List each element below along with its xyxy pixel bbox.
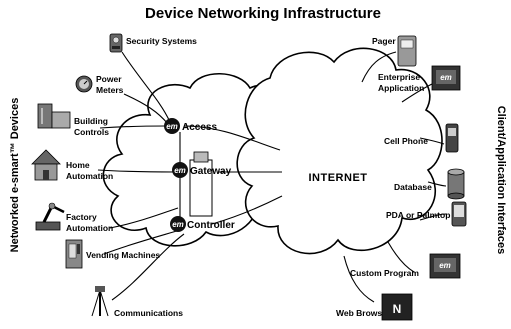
pda-icon	[451, 201, 467, 227]
core-node-gateway: em Gateway	[172, 162, 232, 178]
enterprise-app-icon: em	[431, 65, 461, 91]
device-communications: Communications	[91, 286, 183, 318]
device-label: Automation	[66, 223, 113, 233]
client-custom-program: Custom Program em	[350, 253, 461, 279]
client-enterprise-application: Enterprise Application em	[378, 65, 461, 93]
vending-machine-icon	[65, 239, 83, 269]
pager-icon	[397, 35, 417, 67]
web-browser-icon: N	[381, 293, 413, 321]
em-badge-access	[164, 118, 180, 134]
cell-phone-icon	[445, 123, 459, 153]
em-badge-text: em	[439, 261, 451, 270]
right-side-label: Client/Application Interfaces	[495, 106, 507, 255]
device-vending-machines: Vending Machines	[65, 239, 160, 269]
connector-home	[97, 169, 177, 173]
connector-building	[99, 125, 167, 129]
device-label: Automation	[66, 171, 113, 181]
client-label: Enterprise	[378, 72, 420, 82]
connector-security	[121, 51, 171, 123]
device-label: Vending Machines	[86, 250, 160, 260]
device-label: Communications	[114, 308, 183, 318]
em-badge-gateway	[172, 162, 188, 178]
device-label: Factory	[66, 212, 97, 222]
connector-pda	[419, 213, 447, 221]
core-node-label: Controller	[187, 220, 235, 231]
gateway-antenna	[193, 151, 209, 163]
thermostat-icon	[37, 103, 71, 129]
internet-cloud	[236, 47, 443, 255]
device-label: Meters	[96, 85, 124, 95]
diagram-title: Device Networking Infrastructure	[145, 5, 381, 22]
client-pda-palmtop: PDA or Palmtop	[386, 201, 467, 227]
connector-power	[123, 93, 169, 125]
device-building-controls: Building Controls	[37, 103, 109, 137]
client-cell-phone: Cell Phone	[384, 123, 459, 153]
device-factory-automation: Factory Automation	[35, 202, 113, 233]
core-node-controller: em Controller	[170, 216, 235, 232]
connector-communications	[111, 233, 185, 301]
core-node-label: Gateway	[190, 166, 232, 177]
em-badge-text: em	[172, 220, 184, 229]
left-side-label: Networked e-smart™ Devices	[9, 98, 21, 253]
device-connections	[97, 51, 283, 301]
client-pager: Pager	[372, 35, 417, 67]
client-database: Database	[394, 168, 465, 200]
client-label: Web Browser	[336, 308, 391, 318]
robot-arm-icon	[35, 202, 65, 231]
core-node-label: Access	[182, 122, 217, 133]
em-badge-text: em	[440, 73, 452, 82]
core-node-access: em Access	[164, 118, 217, 134]
em-badge-text: em	[174, 166, 186, 175]
device-label: Controls	[74, 127, 109, 137]
connector-database	[427, 181, 447, 187]
client-web-browser: Web Browser N	[336, 293, 413, 321]
device-security-systems: Security Systems	[109, 33, 197, 53]
client-label: Pager	[372, 36, 396, 46]
power-meter-icon	[75, 75, 93, 93]
em-badge-text: em	[166, 122, 178, 131]
client-label: Application	[378, 83, 424, 93]
em-badge-controller	[170, 216, 186, 232]
client-label: Custom Program	[350, 268, 419, 278]
connector-vending	[103, 229, 181, 255]
house-icon	[31, 149, 61, 181]
connector-cellphone	[419, 137, 445, 145]
client-label: PDA or Palmtop	[386, 210, 450, 220]
client-label: Database	[394, 182, 432, 192]
connector-browser	[343, 255, 375, 303]
device-power-meters: Power Meters	[75, 74, 124, 95]
connector-factory	[109, 207, 179, 229]
device-label: Building	[74, 116, 108, 126]
database-icon	[447, 168, 465, 200]
device-label: Power	[96, 74, 122, 84]
device-home-automation: Home Automation	[31, 149, 113, 181]
connector-enterprise	[401, 83, 433, 103]
connector-custom	[387, 241, 415, 273]
internet-label: INTERNET	[309, 172, 368, 184]
client-connections	[343, 51, 447, 303]
cell-tower-icon	[91, 286, 109, 317]
custom-program-icon: em	[429, 253, 461, 279]
device-label: Home	[66, 160, 90, 170]
svg-text:N: N	[393, 302, 402, 316]
client-label: Cell Phone	[384, 136, 428, 146]
device-label: Security Systems	[126, 36, 197, 46]
connector-pager	[361, 51, 397, 83]
connector-access-internet	[183, 125, 281, 151]
connector-controller-internet	[211, 195, 283, 225]
security-camera-icon	[109, 33, 123, 53]
